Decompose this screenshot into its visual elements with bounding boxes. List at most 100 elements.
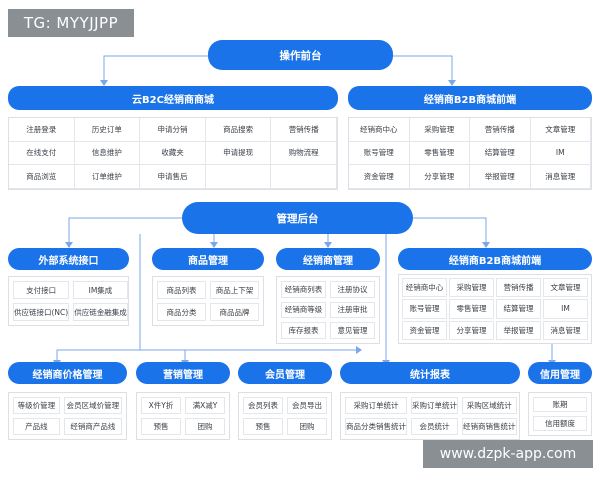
feature-cell: 零售管理: [409, 141, 470, 166]
feature-cell: 团购: [287, 418, 327, 435]
feature-cell: 采购管理: [409, 118, 470, 142]
feature-cell: 支付接口: [13, 281, 70, 299]
product-management-features: 商品列表商品上下架商品分类商品品牌: [152, 276, 264, 326]
feature-cell: 产品线: [13, 418, 60, 435]
watermark-top-left: TG: MYYJJPP: [8, 9, 134, 37]
feature-cell: 订单维护: [74, 165, 141, 189]
feature-cell: 经销商等级: [281, 301, 326, 319]
product-management-title: 商品管理: [152, 248, 264, 270]
feature-cell: 账号管理: [402, 299, 447, 319]
feature-cell: 账号管理: [349, 141, 410, 166]
feature-cell: 商品品牌: [210, 303, 259, 321]
price-management-title: 经销商价格管理: [8, 362, 127, 384]
feature-cell: 经销商产品线: [63, 418, 122, 435]
feature-cell: 商品列表: [157, 281, 206, 299]
feature-cell: IM: [543, 299, 588, 319]
member-management-features: 会员列表会员导出预售团购: [238, 392, 332, 440]
b2c-mall-features: 注册登录历史订单申请分销商品搜索营销传播在线支付信息维护收藏夹申请提现购物流程商…: [8, 117, 338, 190]
feature-cell: 在线支付: [9, 141, 75, 166]
feature-cell: 商品分类: [157, 303, 206, 321]
feature-cell: [205, 165, 272, 189]
b2c-mall-title: 云B2C经销商商城: [8, 86, 338, 110]
feature-cell: 采购订单统计: [345, 397, 407, 414]
feature-cell: 采购管理: [449, 278, 494, 298]
credit-management-title: 信用管理: [528, 362, 592, 384]
feature-cell: 资金管理: [349, 165, 410, 189]
member-management-title: 会员管理: [238, 362, 332, 384]
statistics-reports-title: 统计报表: [340, 362, 520, 384]
frontend-title: 操作前台: [208, 40, 393, 70]
feature-cell: 供应链金融集成: [73, 303, 128, 321]
watermark-bottom-right: www.dzpk-app.com: [423, 440, 593, 468]
price-management-features: 等级价管理会员区域价管理产品线经销商产品线: [8, 392, 127, 440]
feature-cell: 商品搜索: [205, 118, 272, 142]
feature-cell: 供应链接口(NC): [13, 303, 70, 321]
dealer-management-features: 经销商列表注册协议经销商等级注册审批库存报表意见管理: [276, 276, 380, 344]
feature-cell: 资金管理: [402, 320, 447, 340]
feature-cell: 申请售后: [140, 165, 206, 189]
feature-cell: X件Y折: [141, 397, 181, 414]
b2b-frontend-title: 经销商B2B商城前端: [348, 86, 592, 110]
feature-cell: 预售: [243, 418, 283, 435]
feature-cell: 商品浏览: [9, 165, 75, 189]
feature-cell: 购物流程: [271, 141, 337, 166]
feature-cell: 举报管理: [496, 320, 541, 340]
feature-cell: 注册协议: [330, 281, 375, 298]
feature-cell: 意见管理: [330, 322, 375, 339]
feature-cell: 等级价管理: [13, 397, 60, 414]
feature-cell: 会员列表: [243, 397, 283, 414]
credit-management-features: 账期信用额度: [528, 392, 592, 436]
feature-cell: 经销商列表: [281, 281, 326, 298]
feature-cell: 营销传播: [271, 118, 337, 142]
feature-cell: 文章管理: [530, 118, 591, 142]
feature-cell: 经销商销售统计: [462, 418, 517, 435]
feature-cell: [271, 165, 337, 189]
feature-cell: 营销传播: [470, 118, 531, 142]
feature-cell: 收藏夹: [140, 141, 206, 166]
feature-cell: 历史订单: [74, 118, 141, 142]
feature-cell: 采购订单统计: [411, 397, 458, 414]
feature-cell: 举报管理: [470, 165, 531, 189]
feature-cell: IM集成: [73, 281, 128, 299]
feature-cell: 经销商中心: [349, 118, 410, 142]
feature-cell: 分享管理: [449, 320, 494, 340]
dealer-management-title: 经销商管理: [276, 248, 380, 270]
external-interfaces-title: 外部系统接口: [8, 248, 129, 270]
marketing-management-title: 营销管理: [136, 362, 230, 384]
feature-cell: 信用额度: [533, 416, 587, 431]
feature-cell: 满X减Y: [185, 397, 225, 414]
feature-cell: 文章管理: [543, 278, 588, 298]
feature-cell: 结算管理: [496, 299, 541, 319]
feature-cell: IM: [530, 141, 591, 166]
feature-cell: 结算管理: [470, 141, 531, 166]
b2b-backend-title: 经销商B2B商城前端: [398, 248, 592, 270]
feature-cell: 团购: [185, 418, 225, 435]
feature-cell: 营销传播: [496, 278, 541, 298]
statistics-reports-features: 采购订单统计采购订单统计采购区域统计商品分类销售统计会员统计经销商销售统计: [340, 392, 520, 440]
feature-cell: 会员区域价管理: [63, 397, 122, 414]
feature-cell: 注册登录: [9, 118, 75, 142]
feature-cell: 经销商中心: [402, 278, 447, 298]
feature-cell: 商品上下架: [210, 281, 259, 299]
feature-cell: 采购区域统计: [462, 397, 517, 414]
feature-cell: 消息管理: [530, 165, 591, 189]
feature-cell: 会员导出: [287, 397, 327, 414]
feature-cell: 消息管理: [543, 320, 588, 340]
feature-cell: 申请分销: [140, 118, 206, 142]
feature-cell: 商品分类销售统计: [345, 418, 407, 435]
feature-cell: 零售管理: [449, 299, 494, 319]
feature-cell: 会员统计: [411, 418, 458, 435]
feature-cell: 预售: [141, 418, 181, 435]
feature-cell: 分享管理: [409, 165, 470, 189]
feature-cell: 账期: [533, 397, 587, 412]
feature-cell: 注册审批: [330, 301, 375, 319]
feature-cell: 申请提现: [205, 141, 272, 166]
feature-cell: 信息维护: [74, 141, 141, 166]
backend-title: 管理后台: [182, 202, 413, 234]
feature-cell: 库存报表: [281, 322, 326, 339]
